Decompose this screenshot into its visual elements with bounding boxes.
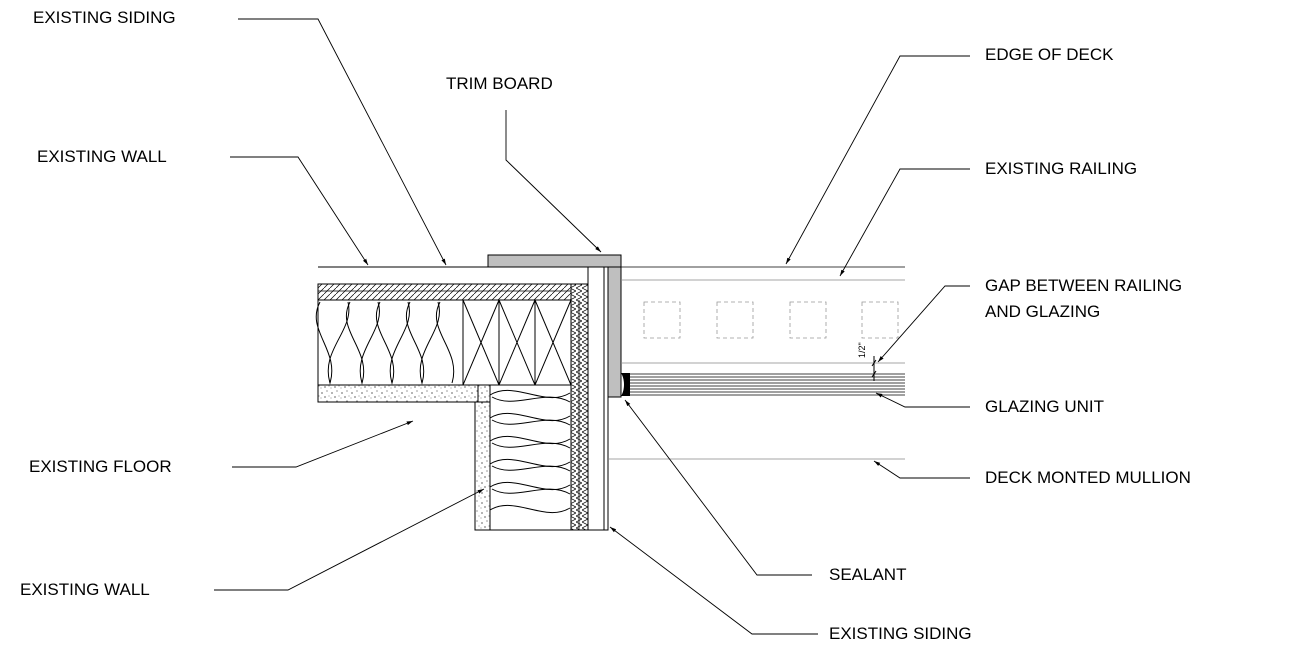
leader-gap (877, 285, 970, 363)
existing-wall-vertical (474, 266, 609, 531)
label-edge-of-deck: EDGE OF DECK (985, 45, 1114, 64)
label-existing-wall-bottom: EXISTING WALL (20, 580, 150, 599)
label-dimension: 1/2" (857, 342, 867, 358)
insulation-batt-vertical (489, 389, 571, 514)
leader-existing-siding-bottom (609, 526, 818, 635)
label-existing-siding-top: EXISTING SIDING (33, 8, 176, 27)
leader-deck-mullion (873, 460, 970, 479)
leader-trim-board (505, 110, 602, 253)
label-existing-wall-top: EXISTING WALL (37, 147, 167, 166)
existing-wall-horizontal (315, 266, 589, 403)
label-trim-board: TRIM BOARD (446, 74, 553, 93)
gap-dimension (871, 356, 877, 381)
label-existing-siding-bottom: EXISTING SIDING (829, 624, 972, 643)
deck-edge-and-railing (609, 266, 905, 460)
glazing-unit (630, 373, 905, 396)
label-glazing-unit: GLAZING UNIT (985, 397, 1105, 416)
label-deck-mullion: DECK MONTED MULLION (985, 468, 1191, 487)
blocking (462, 299, 572, 386)
trim-board (487, 254, 622, 398)
label-gap-line2: AND GLAZING (985, 302, 1101, 321)
label-existing-railing: EXISTING RAILING (985, 159, 1138, 178)
leader-edge-of-deck (785, 55, 970, 265)
leader-existing-railing (839, 168, 970, 277)
label-existing-floor: EXISTING FLOOR (29, 457, 172, 476)
sealant (621, 373, 630, 396)
leader-existing-wall-bottom (214, 488, 485, 591)
leader-existing-floor (232, 420, 414, 468)
insulation-batt-horizontal (315, 301, 455, 385)
leader-existing-siding-top (238, 18, 447, 266)
leader-sealant (624, 399, 812, 576)
label-gap-line1: GAP BETWEEN RAILING (985, 276, 1183, 295)
leader-glazing-unit (875, 392, 970, 408)
label-sealant: SEALANT (829, 565, 907, 584)
leader-existing-wall-top (230, 156, 369, 266)
